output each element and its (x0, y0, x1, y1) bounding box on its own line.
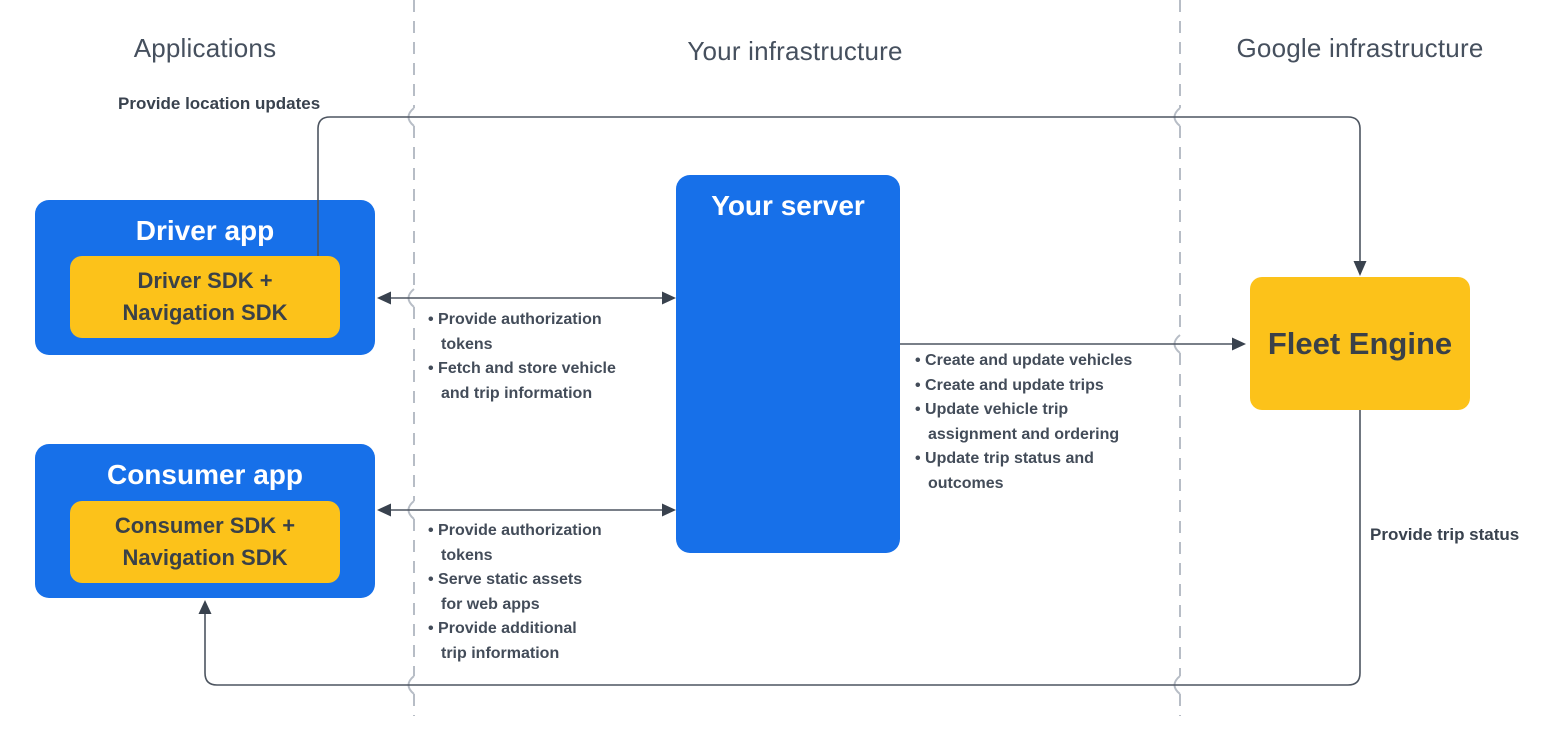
bullet-item: • Fetch and store vehicle and trip infor… (428, 360, 616, 402)
bullet-item: • Update vehicle trip assignment and ord… (915, 401, 1120, 443)
driver-server-arrow (377, 291, 676, 305)
driver-sdk-node: Driver SDK + Navigation SDK (70, 256, 340, 338)
arrowhead-down (1353, 261, 1367, 276)
arrowhead-left (377, 291, 391, 305)
bullet-item: • Provide additional trip information (428, 620, 577, 662)
consumer-server-arrow (377, 503, 676, 517)
line-jump (407, 675, 415, 695)
arrowhead-right (1232, 337, 1246, 351)
line-jump (407, 288, 415, 308)
consumer-app-title: Consumer app (106, 459, 304, 490)
driver-sdk-label: Driver SDK + Navigation SDK (122, 268, 288, 325)
location-updates-label: Provide location updates (118, 94, 321, 113)
bullet-item: • Provide authorization tokens (428, 522, 602, 564)
fleet-engine-node: Fleet Engine (1250, 277, 1470, 410)
column-header-applications: Applications (133, 33, 277, 63)
column-header-google-infrastructure: Google infrastructure (1236, 33, 1484, 63)
driver-server-bullets: • Provide authorization tokens • Fetch an… (428, 308, 668, 406)
your-server-title: Your server (711, 190, 865, 221)
your-server-node: Your server (676, 175, 900, 553)
bullet-item: • Create and update trips (915, 376, 1104, 394)
column-header-your-infrastructure: Your infrastructure (687, 36, 903, 66)
consumer-server-bullets: • Provide authorization tokens • Serve st… (428, 519, 668, 666)
fleet-engine-title: Fleet Engine (1267, 325, 1453, 361)
line-jump (407, 500, 415, 520)
driver-app-title: Driver app (135, 215, 275, 246)
line-jump (1173, 675, 1181, 695)
arrowhead-left (377, 503, 391, 517)
consumer-sdk-label: Consumer SDK + Navigation SDK (114, 513, 296, 570)
arrowhead-up (198, 600, 212, 614)
arrowhead-right (662, 291, 676, 305)
bullet-item: • Serve static assets for web apps (428, 571, 583, 613)
line-jump (407, 107, 415, 127)
bullet-item: • Update trip status and outcomes (915, 450, 1094, 492)
arrowhead-right (662, 503, 676, 517)
line-jump (1173, 107, 1181, 127)
bullet-item: • Provide authorization tokens (428, 311, 602, 353)
bullet-item: • Create and update vehicles (915, 352, 1133, 369)
trip-status-label: Provide trip status (1370, 525, 1520, 544)
server-fleet-bullets: • Create and update vehicles • Create and… (915, 349, 1190, 496)
consumer-sdk-node: Consumer SDK + Navigation SDK (70, 501, 340, 583)
column-divider-left (407, 0, 415, 716)
